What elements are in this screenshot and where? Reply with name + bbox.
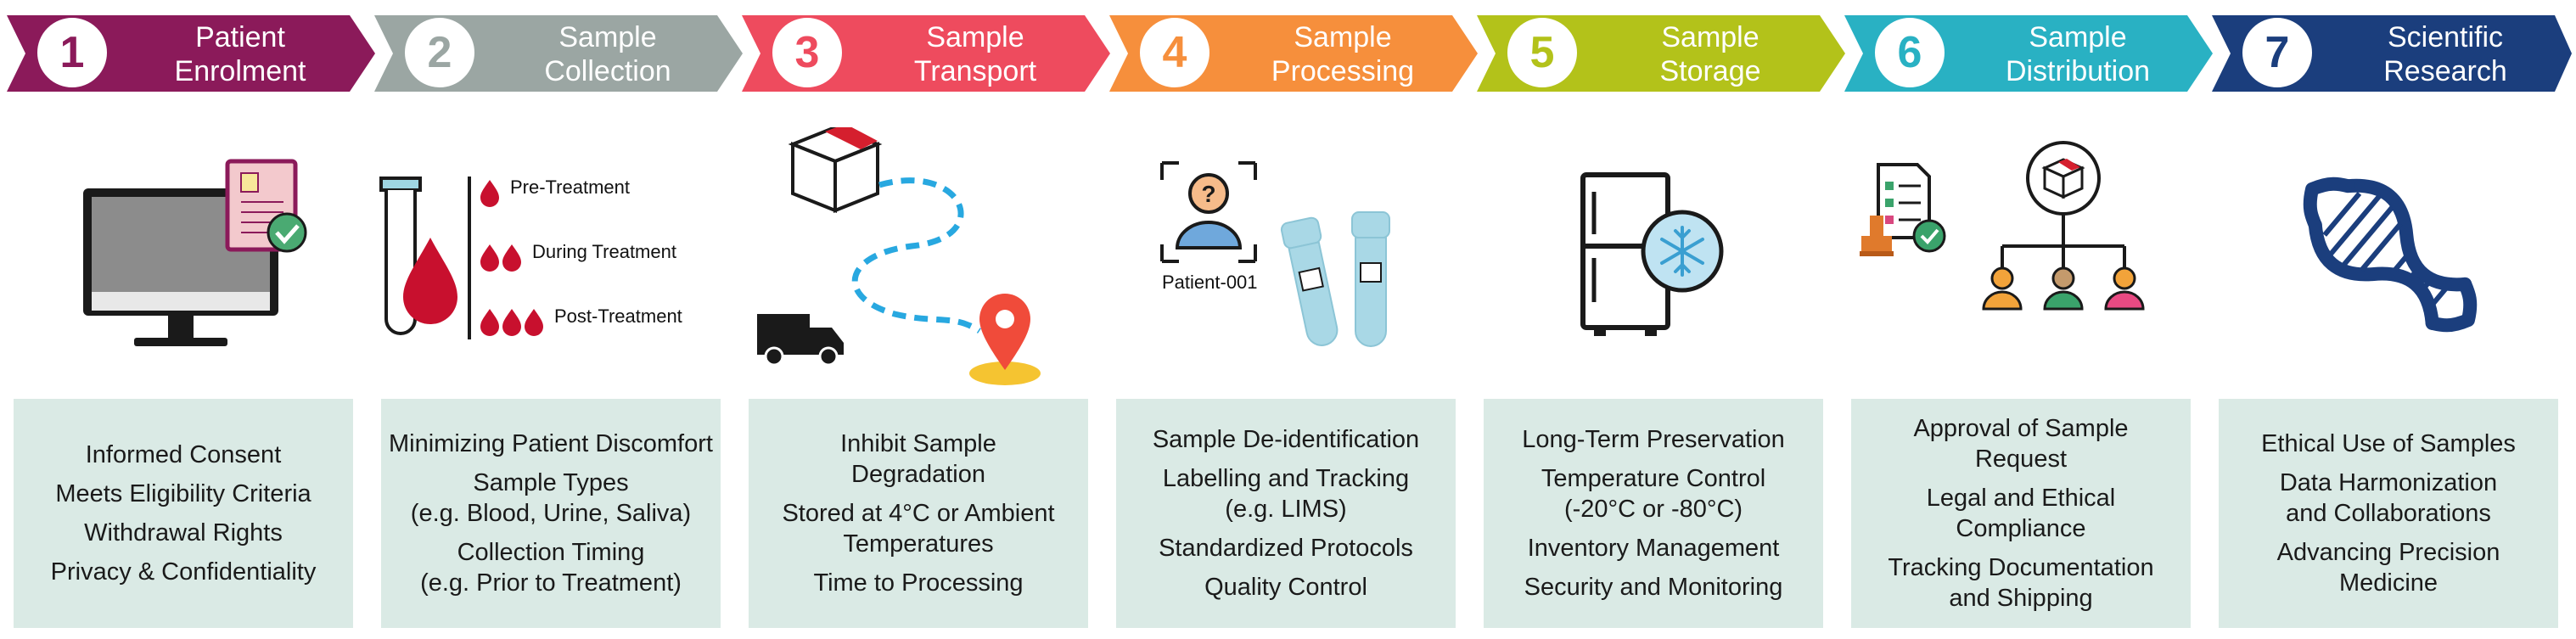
blood-drop-icon xyxy=(480,244,521,272)
step-illustration xyxy=(83,159,307,346)
step-number: 3 xyxy=(772,18,842,87)
svg-text:?: ? xyxy=(1201,181,1215,207)
detail-item: Stored at 4°C or Ambient Temperatures xyxy=(782,500,1055,558)
step-number: 7 xyxy=(2242,18,2312,87)
detail-item: Sample Types xyxy=(473,469,629,496)
snowflake-icon xyxy=(1641,210,1724,293)
detail-item: Inventory Management xyxy=(1527,535,1780,562)
anonymous-person-icon: ? xyxy=(1160,161,1257,263)
delivery-truck-icon xyxy=(757,314,844,367)
step-illustration: ? xyxy=(1160,161,1390,347)
detail-item: Advancing Precision Medicine xyxy=(2276,539,2500,597)
step-illustration xyxy=(1580,172,1724,336)
step-illustration xyxy=(1860,141,2145,311)
detail-item: Withdrawal Rights xyxy=(84,519,283,547)
step-details: Sample De-identification Labelling and T… xyxy=(1116,399,1456,628)
detail-item: (e.g. LIMS) xyxy=(1225,496,1347,523)
step-illustration xyxy=(757,127,1041,385)
step-number: 2 xyxy=(405,18,474,87)
detail-item: (e.g. Prior to Treatment) xyxy=(420,569,682,597)
step-details: Minimizing Patient Discomfort Sample Typ… xyxy=(381,399,721,628)
detail-item: Temperature Control xyxy=(1541,465,1766,492)
detail-item: Collection Timing xyxy=(457,539,645,566)
checkmark-icon xyxy=(1912,219,1946,253)
detail-item: (e.g. Blood, Urine, Saliva) xyxy=(410,500,692,527)
detail-item: Tracking Documentation and Shipping xyxy=(1888,554,2154,612)
blood-drop-icon xyxy=(480,180,499,207)
timeline-label-pre: Pre-Treatment xyxy=(510,177,631,198)
detail-item: Approval of Sample Request xyxy=(1913,415,2129,473)
dna-icon xyxy=(2303,177,2478,333)
person-icon xyxy=(1982,266,2023,311)
detail-item: Minimizing Patient Discomfort xyxy=(389,430,713,457)
package-icon xyxy=(2026,141,2101,216)
step-details: Approval of Sample Request Legal and Eth… xyxy=(1851,399,2191,628)
detail-item: Labelling and Tracking xyxy=(1162,465,1410,492)
step-number: 4 xyxy=(1140,18,1209,87)
blood-drop-icon xyxy=(403,238,457,324)
detail-item: Time to Processing xyxy=(813,569,1024,597)
step-details: Informed Consent Meets Eligibility Crite… xyxy=(14,399,353,628)
detail-item: Security and Monitoring xyxy=(1524,574,1783,601)
blood-drop-icon xyxy=(480,309,543,336)
person-icon xyxy=(2104,266,2145,311)
detail-item: Sample De-identification xyxy=(1152,426,1420,453)
detail-item: Data Harmonization and Collaborations xyxy=(2279,469,2498,527)
step-number: 1 xyxy=(37,18,107,87)
detail-item: Ethical Use of Samples xyxy=(2261,430,2516,457)
step-number: 5 xyxy=(1507,18,1577,87)
timeline-label-post: Post-Treatment xyxy=(554,305,682,327)
person-icon xyxy=(2043,266,2084,311)
step-details: Long-Term Preservation Temperature Contr… xyxy=(1484,399,1823,628)
detail-item: Informed Consent xyxy=(85,441,282,468)
step-details: Inhibit Sample Degradation Stored at 4°C… xyxy=(749,399,1088,628)
step-illustration xyxy=(379,177,543,339)
freezer-icon xyxy=(1580,172,1670,336)
patient-id-label: Patient-001 xyxy=(1162,272,1258,293)
detail-item: Standardized Protocols xyxy=(1159,535,1413,562)
location-pin-icon xyxy=(969,294,1041,385)
package-icon xyxy=(788,127,883,213)
route-path xyxy=(851,177,981,334)
timeline-label-during: During Treatment xyxy=(532,241,676,262)
step-illustration xyxy=(2303,177,2478,333)
detail-item: Privacy & Confidentiality xyxy=(50,558,317,586)
detail-item: Meets Eligibility Criteria xyxy=(55,480,311,507)
checkmark-icon xyxy=(267,212,307,253)
detail-item: Quality Control xyxy=(1204,574,1367,601)
stamp-icon xyxy=(1860,216,1894,256)
checklist-icon xyxy=(1877,163,1931,239)
detail-item: (-20°C or -80°C) xyxy=(1563,496,1743,523)
detail-item: Long-Term Preservation xyxy=(1522,426,1785,453)
people-network-icon xyxy=(2001,214,2126,268)
sample-vials-icon xyxy=(1280,211,1390,347)
step-number: 6 xyxy=(1875,18,1945,87)
detail-item: Inhibit Sample Degradation xyxy=(840,430,996,488)
step-details: Ethical Use of Samples Data Harmonizatio… xyxy=(2219,399,2558,628)
detail-item: Legal and Ethical Compliance xyxy=(1926,485,2116,542)
